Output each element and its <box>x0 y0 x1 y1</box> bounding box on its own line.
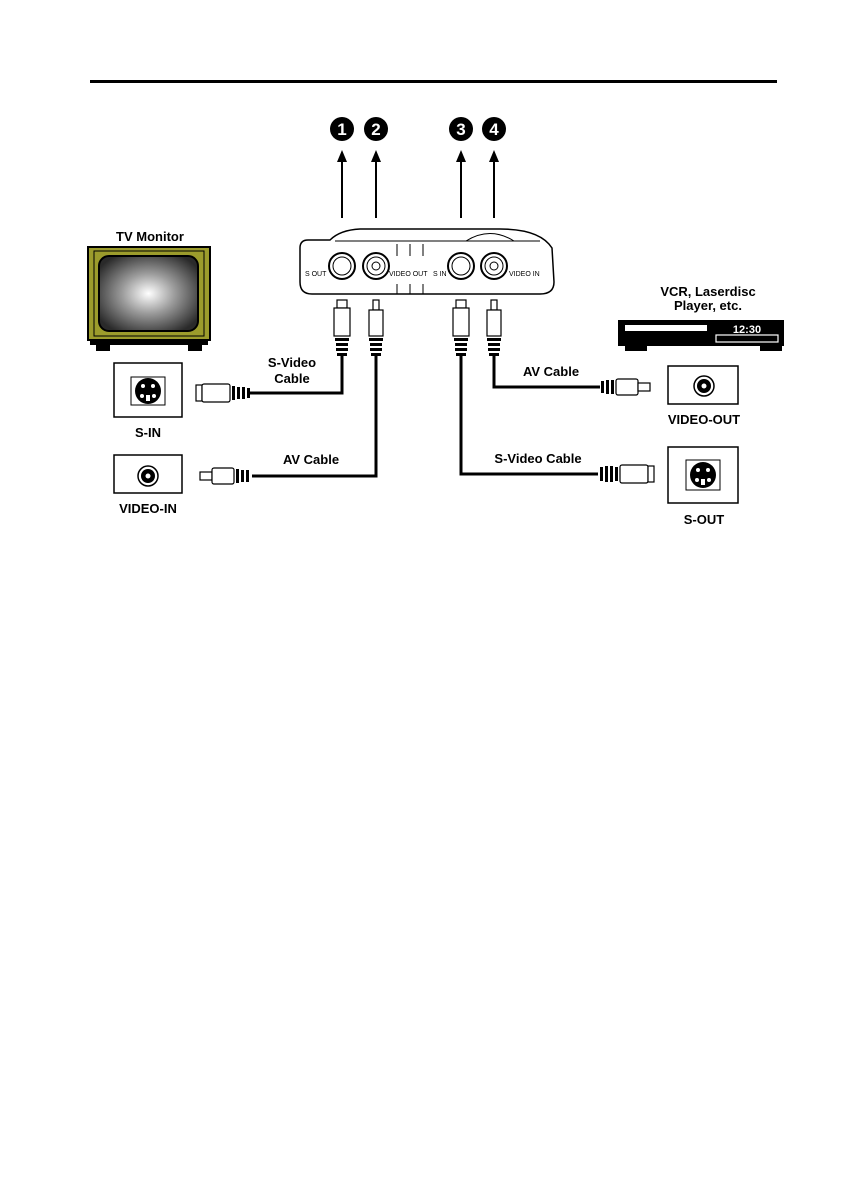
vcr-clock: 12:30 <box>733 324 761 336</box>
port-video-in-label: VIDEO IN <box>509 271 540 278</box>
port-s-in-label: S IN <box>433 271 447 278</box>
callout-4: 4 <box>482 117 506 141</box>
svideo-plug-top-right <box>453 300 469 356</box>
rca-plug-left <box>200 468 249 484</box>
jack-video-out <box>668 366 738 404</box>
vcr-player: 12:30 <box>618 320 784 351</box>
jack-s-out-label: S-OUT <box>684 512 725 527</box>
jack-video-in-label: VIDEO-IN <box>119 501 177 516</box>
port-s-in-socket <box>448 253 474 279</box>
svideo-plug-right <box>600 465 654 483</box>
cable-label-av-left: AV Cable <box>283 452 339 467</box>
callout-arrows <box>337 150 499 218</box>
cable-label-av-right: AV Cable <box>523 364 579 379</box>
capture-device: S OUT VIDEO OUT S IN VIDEO IN <box>300 229 554 294</box>
vcr-label-line2: Player, etc. <box>674 298 742 313</box>
cable-label-svideo-left-line1: S-Video <box>268 355 316 370</box>
rca-plug-top-right <box>487 300 501 356</box>
callout-2: 2 <box>364 117 388 141</box>
jack-s-in <box>114 363 182 417</box>
svg-text:2: 2 <box>371 120 380 139</box>
callout-1: 1 <box>330 117 354 141</box>
svideo-plug-top-left <box>334 300 350 356</box>
port-video-out-socket <box>363 253 389 279</box>
cable-label-svideo-right: S-Video Cable <box>494 451 581 466</box>
rca-plug-top-left <box>369 300 383 356</box>
jack-s-in-label: S-IN <box>135 425 161 440</box>
svg-text:3: 3 <box>456 120 465 139</box>
port-s-out-socket <box>329 253 355 279</box>
vcr-label-line1: VCR, Laserdisc <box>660 284 755 299</box>
tv-monitor-label: TV Monitor <box>116 229 184 244</box>
jack-video-in <box>114 455 182 493</box>
port-s-out-label: S OUT <box>305 271 327 278</box>
svg-text:4: 4 <box>489 120 499 139</box>
svideo-plug-left <box>196 384 250 402</box>
jack-s-out <box>668 447 738 503</box>
rca-plug-right <box>601 379 650 395</box>
svg-text:1: 1 <box>337 120 346 139</box>
jack-video-out-label: VIDEO-OUT <box>668 412 740 427</box>
tv-monitor <box>88 247 210 351</box>
cable-label-svideo-left-line2: Cable <box>274 371 309 386</box>
port-video-in-socket <box>481 253 507 279</box>
port-video-out-label: VIDEO OUT <box>389 271 428 278</box>
callout-3: 3 <box>449 117 473 141</box>
